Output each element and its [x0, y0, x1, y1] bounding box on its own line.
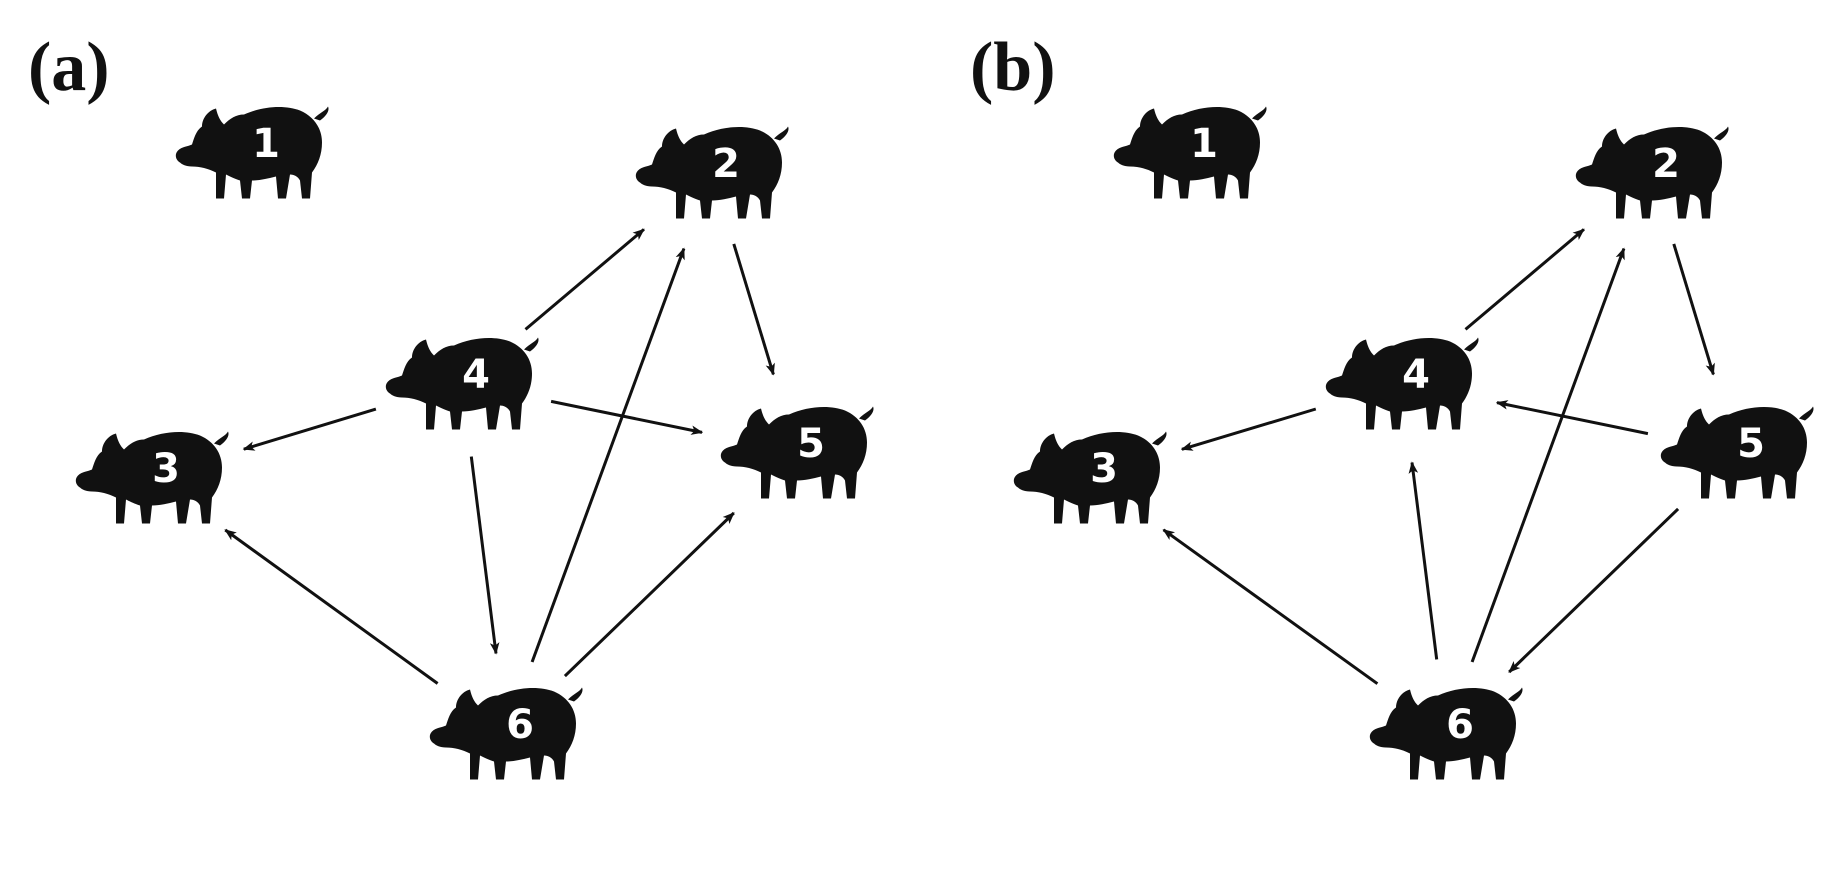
pig-number-label: 6 [1446, 702, 1474, 748]
edge-4-to-3 [1180, 407, 1317, 451]
pig-number-label: 4 [462, 352, 490, 398]
pig-node-2: 2 [635, 126, 789, 219]
pig-node-4: 4 [385, 337, 539, 430]
edge-4-to-3 [242, 407, 377, 451]
edge-6-to-2 [1470, 247, 1626, 663]
panel-a-label: (a) [28, 29, 110, 106]
edge-6-to-2 [530, 247, 686, 663]
pig-number-label: 2 [1652, 141, 1680, 187]
edge-4-to-2 [524, 228, 645, 331]
panel-b-nodes: 1 2 3 4 5 6 [1013, 106, 1814, 780]
pig-node-5: 5 [1660, 406, 1814, 499]
pig-number-label: 2 [712, 141, 740, 187]
edge-4-to-6 [469, 456, 500, 655]
pig-number-label: 6 [506, 702, 534, 748]
pig-number-label: 5 [1737, 421, 1765, 467]
pig-number-label: 4 [1402, 352, 1430, 398]
edge-6-to-3 [1162, 528, 1379, 685]
pig-node-3: 3 [75, 431, 229, 524]
edge-6-to-3 [224, 528, 439, 685]
panel-a-nodes: 1 2 3 4 5 6 [75, 106, 874, 780]
pig-number-label: 1 [252, 121, 280, 167]
panel-b-edges [1162, 228, 1715, 685]
edge-5-to-6 [1508, 507, 1680, 674]
panel-b-label: (b) [970, 29, 1056, 106]
pig-node-2: 2 [1575, 126, 1729, 219]
edge-2-to-5 [1672, 243, 1715, 376]
pig-node-5: 5 [720, 406, 874, 499]
pig-number-label: 1 [1190, 121, 1218, 167]
edge-2-to-5 [732, 243, 775, 376]
edge-5-to-4 [1495, 400, 1649, 436]
pig-number-label: 5 [797, 421, 825, 467]
panel-b: (b) 1 2 3 4 5 6 [970, 29, 1814, 780]
edge-4-to-5 [550, 399, 704, 435]
pig-node-1: 1 [175, 106, 329, 199]
panel-a: (a) 1 2 3 4 5 6 [28, 29, 874, 780]
pig-node-3: 3 [1013, 431, 1167, 524]
pig-number-label: 3 [152, 446, 180, 492]
panel-a-edges [224, 228, 775, 685]
pig-node-6: 6 [429, 687, 583, 780]
pig-node-6: 6 [1369, 687, 1523, 780]
edge-4-to-2 [1464, 228, 1585, 331]
edge-6-to-4 [1408, 461, 1439, 660]
pig-number-label: 3 [1090, 446, 1118, 492]
pig-node-1: 1 [1113, 106, 1267, 199]
pig-node-4: 4 [1325, 337, 1479, 430]
edge-6-to-5 [563, 511, 735, 678]
